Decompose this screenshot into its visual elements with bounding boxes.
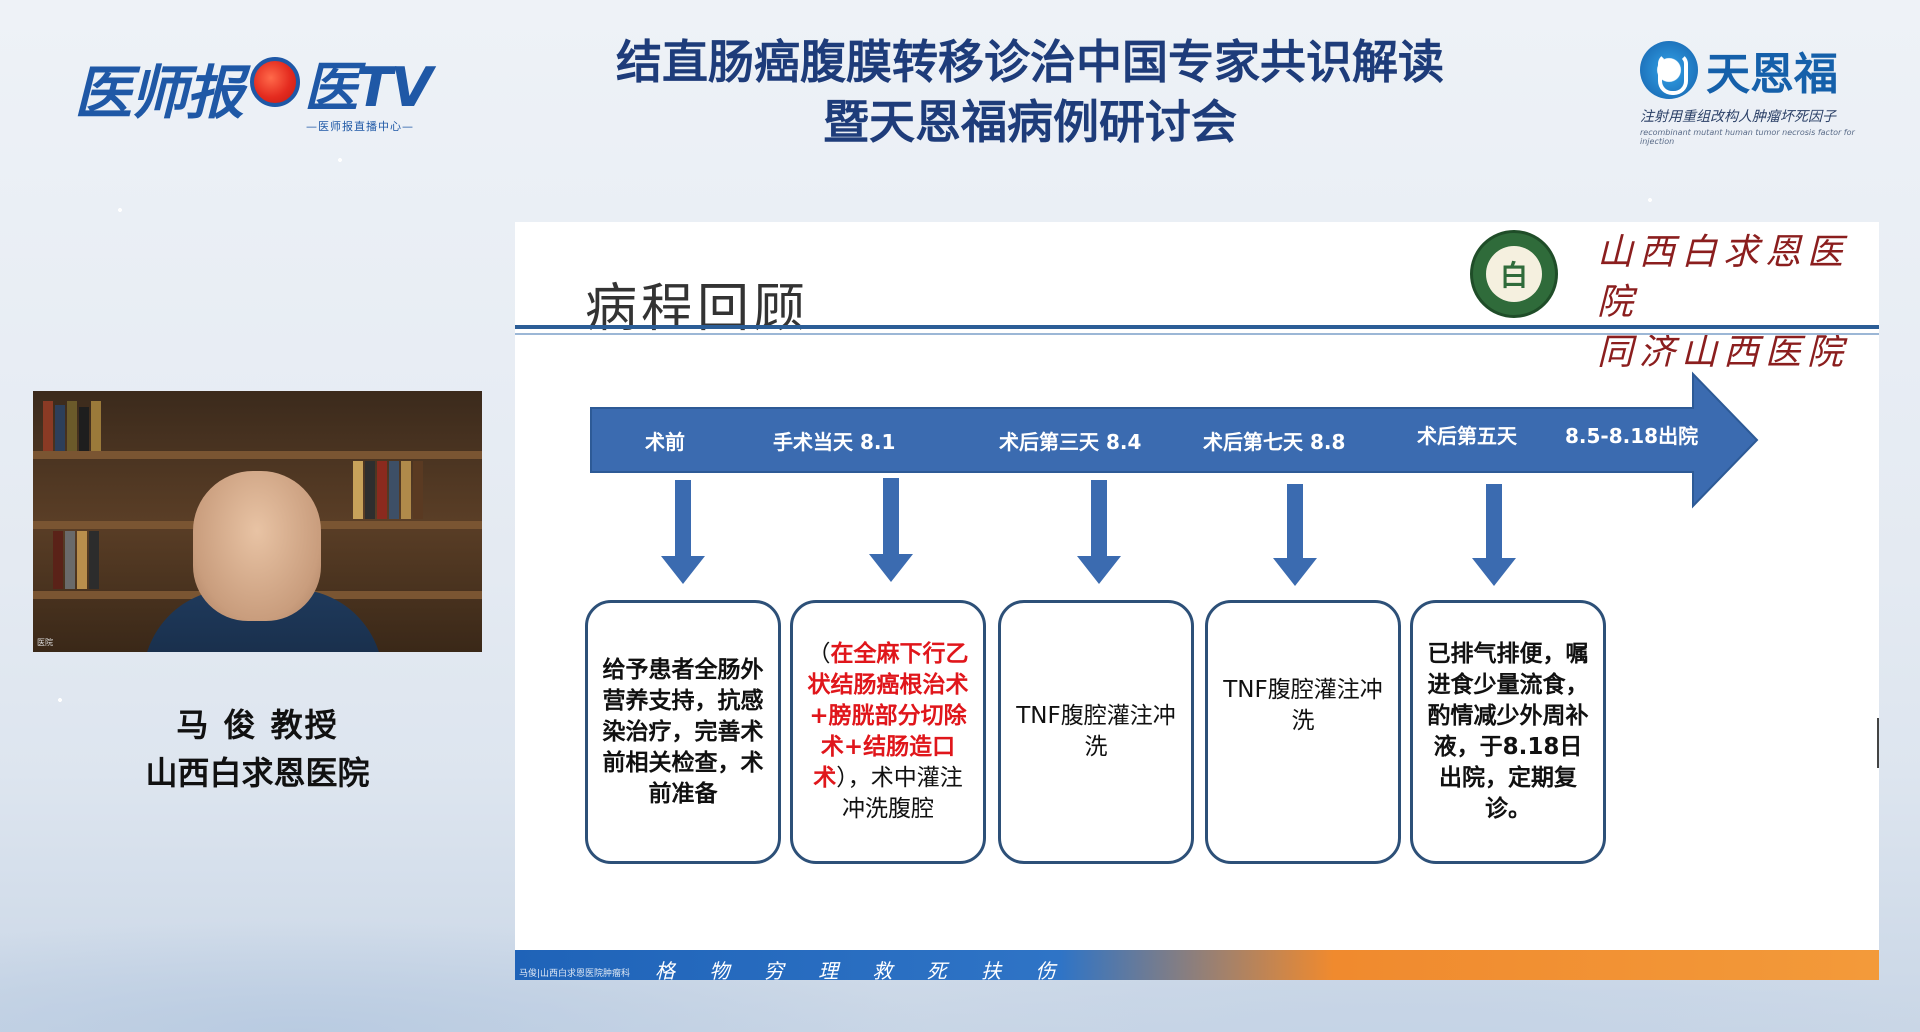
down-arrow (661, 480, 705, 584)
event-title-line1: 结直肠癌腹膜转移诊治中国专家共识解读 (616, 35, 1444, 89)
timeline-box-text: （在全麻下行乙状结肠癌根治术+膀胱部分切除术+结肠造口术），术中灌注冲洗腹腔 (807, 639, 969, 825)
timeline-graphic (590, 371, 1759, 586)
down-arrow (869, 478, 913, 582)
yishibao-logo-text: 医师报 (74, 59, 244, 127)
timeline-box-surgery: （在全麻下行乙状结肠癌根治术+膀胱部分切除术+结肠造口术），术中灌注冲洗腹腔 (790, 600, 986, 864)
timeline-box-postop-day3: TNF腹腔灌注冲洗 (998, 600, 1194, 864)
timeline-stage-label: 术前 (645, 430, 685, 454)
timeline-stage-label: 术后第七天 8.8 (1203, 430, 1346, 454)
slide-footer-motto: 格 物 穷 理 救 死 扶 伤 (655, 959, 1070, 980)
speaker-video: 医院 (33, 391, 482, 652)
video-tag: 医院 (37, 638, 53, 647)
event-title-line2: 暨天恩福病例研讨会 (823, 95, 1237, 149)
hospital-calligraphy-line1: 山西白求恩医院 (1597, 232, 1850, 323)
tianenfu-logo-name: 天恩福 (1706, 49, 1838, 100)
box-surgery-post-text: ），术中灌注冲洗腹腔 (836, 765, 963, 822)
bookshelf-books (353, 461, 423, 519)
etv-logo: 医TV —医师报直播中心— (250, 43, 433, 134)
timeline-stage-label: 术后第三天 8.4 (999, 430, 1142, 454)
slide-title-rule-thin (515, 333, 1879, 335)
slide-footer-band (515, 950, 1879, 980)
timeline-stage-label: 手术当天 8.1 (773, 430, 896, 454)
timeline-box-discharge: 已排气排便，嘱进食少量流食，酌情减少外周补液，于8.18日出院，定期复诊。 (1410, 600, 1606, 864)
slide-title-rule (515, 325, 1879, 329)
box-surgery-red-text: 在全麻下行乙状结肠癌根治术+膀胱部分切除术+结肠造口术 (807, 641, 969, 791)
tianenfu-logo-icon (1640, 41, 1698, 99)
down-arrow (1077, 480, 1121, 584)
hospital-calligraphy: 山西白求恩医院 同济山西医院 (1597, 228, 1877, 378)
timeline-arrow (590, 371, 1759, 509)
slide-edge-mark (1877, 718, 1879, 768)
etv-logo-subtitle: —医师报直播中心— (306, 119, 415, 133)
down-arrow (1273, 484, 1317, 586)
tianenfu-logo-subtitle: 注射用重组改构人肿瘤坏死因子 (1640, 109, 1836, 125)
timeline-box-text: 已排气排便，嘱进食少量流食，酌情减少外周补液，于8.18日出院，定期复诊。 (1427, 641, 1589, 822)
presentation-slide: 病程回顾 白 山西白求恩医院 同济山西医院 (515, 222, 1879, 980)
timeline-box-text: TNF腹腔灌注冲洗 (1223, 677, 1383, 734)
speaker-hospital: 山西白求恩医院 (145, 754, 370, 792)
down-arrow (1472, 484, 1516, 586)
tianenfu-logo: 天恩福 注射用重组改构人肿瘤坏死因子 recombinant mutant hu… (1640, 38, 1880, 146)
bookshelf-books (53, 531, 99, 589)
timeline-box-preop: 给予患者全肠外营养支持，抗感染治疗，完善术前相关检查，术前准备 (585, 600, 781, 864)
etv-logo-text: 医TV (304, 55, 433, 119)
slide-title: 病程回顾 (585, 279, 810, 339)
hospital-calligraphy-line2: 同济山西医院 (1597, 332, 1850, 373)
timeline-box-postop-day7: TNF腹腔灌注冲洗 (1205, 600, 1401, 864)
bookshelf-shelf (33, 451, 482, 459)
slide-footer-tiny-text: 马俊|山西白求恩医院肿瘤科 (519, 969, 631, 979)
timeline-box-text: 给予患者全肠外营养支持，抗感染治疗，完善术前相关检查，术前准备 (602, 656, 764, 807)
tianenfu-logo-subtitle-en: recombinant mutant human tumor necrosis … (1640, 128, 1855, 146)
yishibao-logo: 医师报 医TV —医师报直播中心— (74, 48, 434, 133)
etv-logo-icon (250, 57, 301, 107)
speaker-head (193, 471, 321, 621)
timeline-stage-label: 8.5-8.18出院 (1565, 424, 1699, 448)
event-title: 结直肠癌腹膜转移诊治中国专家共识解读 暨天恩福病例研讨会 (560, 32, 1500, 152)
box-paren-open: （ (807, 641, 831, 667)
bookshelf-books (43, 401, 101, 451)
hospital-seal-glyph: 白 (1486, 246, 1542, 302)
down-arrows (661, 478, 1516, 586)
timeline-box-text: TNF腹腔灌注冲洗 (1016, 703, 1176, 760)
speaker-name: 马 俊 教授 (176, 706, 339, 744)
hospital-seal-icon: 白 (1470, 230, 1558, 318)
timeline-stage-label: 术后第五天 (1417, 424, 1517, 448)
